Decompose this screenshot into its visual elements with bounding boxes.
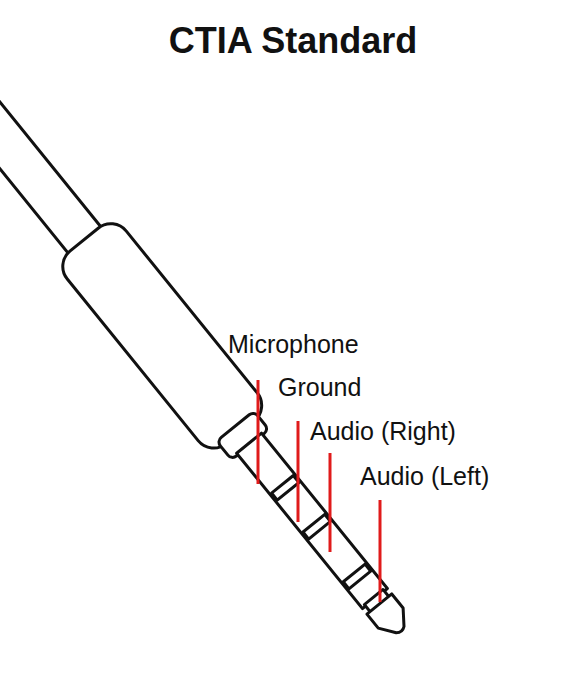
pin-label: Ground <box>278 373 361 402</box>
leader-lines <box>258 380 380 602</box>
leader-line <box>379 500 382 602</box>
leader-line <box>257 380 260 484</box>
plug-tip <box>367 594 414 641</box>
insulator-band <box>303 514 330 539</box>
pin-label: Audio (Right) <box>310 417 456 446</box>
insulator-band <box>343 564 370 589</box>
diagram-title: CTIA Standard <box>0 20 586 61</box>
insulator-band <box>272 476 299 501</box>
trrs-plug <box>0 0 431 655</box>
pin-label: Microphone <box>228 330 359 359</box>
pin-label: Audio (Left) <box>360 462 489 491</box>
leader-line <box>329 453 332 552</box>
leader-line <box>297 421 300 522</box>
cable <box>0 0 104 257</box>
